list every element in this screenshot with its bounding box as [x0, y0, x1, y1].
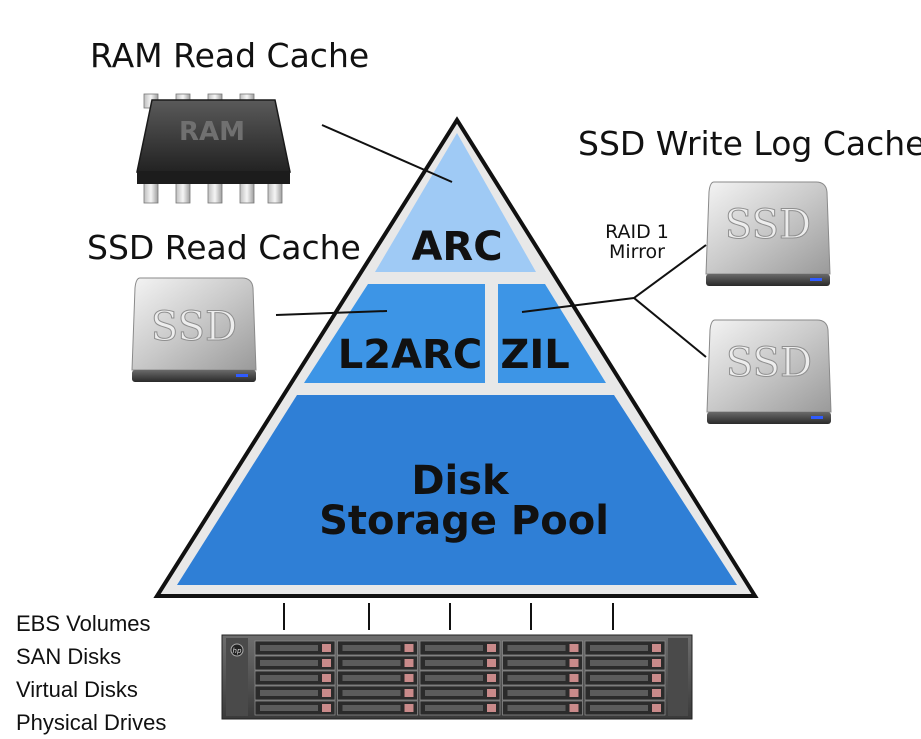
drive-handle — [425, 660, 483, 666]
ram-read-cache-label: RAM Read Cache — [90, 36, 370, 75]
drive-led — [404, 674, 414, 682]
drive-handle — [590, 645, 648, 651]
drive-led — [487, 674, 496, 682]
drive-led — [322, 659, 331, 667]
storage-type-item: Virtual Disks — [16, 677, 138, 702]
pyramid-border — [153, 116, 759, 598]
ssd-write-log-cache-label: SSD Write Log Cache — [578, 124, 921, 163]
storage-server-icon: hp — [221, 634, 693, 720]
drive-led — [652, 659, 661, 667]
ssd-text: SSD — [151, 304, 237, 350]
zil-tier — [498, 284, 606, 383]
drive-led — [569, 659, 579, 667]
drive-led — [404, 644, 414, 652]
raid-label-line2: Mirror — [609, 241, 665, 263]
drive-handle — [342, 645, 401, 651]
storage-type-item: SAN Disks — [16, 644, 122, 669]
raid-mirror-label: RAID 1 Mirror — [598, 222, 676, 262]
drive-handle — [507, 690, 566, 696]
arc-tier — [375, 133, 536, 272]
drive-handle — [260, 645, 318, 651]
ssd-write-log-icon-top: SSD — [705, 181, 831, 287]
ssd-read-cache-icon: SSD — [131, 277, 257, 383]
drive-handle — [590, 690, 648, 696]
drive-led — [487, 689, 496, 697]
raid-label-line1: RAID 1 — [605, 221, 669, 243]
drive-led — [322, 644, 331, 652]
drive-led — [652, 704, 661, 712]
zil-label: ZIL — [500, 332, 569, 378]
drive-led — [487, 644, 496, 652]
storage-types-list: EBS Volumes SAN Disks Virtual Disks Phys… — [16, 607, 166, 739]
ram-connector-line — [321, 124, 453, 183]
server-brand: hp — [233, 647, 242, 655]
drive-led — [652, 674, 661, 682]
drive-handle — [425, 645, 483, 651]
drive-handle — [507, 645, 566, 651]
server-tick-lines — [283, 603, 614, 630]
drive-handle — [260, 690, 318, 696]
drive-handle — [507, 705, 566, 711]
ram-chip-icon: RAM — [136, 93, 291, 204]
drive-handle — [342, 690, 401, 696]
drive-led — [569, 704, 579, 712]
arc-label: ARC — [411, 224, 502, 270]
drive-led — [322, 674, 331, 682]
drive-handle — [425, 675, 483, 681]
drive-handle — [590, 660, 648, 666]
drive-led — [569, 674, 579, 682]
drive-handle — [342, 660, 401, 666]
drive-handle — [425, 690, 483, 696]
drive-led — [487, 704, 496, 712]
drive-handle — [342, 705, 401, 711]
drive-led — [569, 689, 579, 697]
drive-handle — [590, 705, 648, 711]
drive-handle — [425, 705, 483, 711]
drive-handle — [260, 705, 318, 711]
ram-chip-text: RAM — [179, 117, 245, 147]
mirror-line-bottom — [633, 297, 707, 358]
zil-connector-line — [521, 297, 635, 313]
ssd-read-connector-line — [275, 310, 388, 316]
pool-label-line2: Storage Pool — [319, 498, 609, 544]
hp-logo-icon — [230, 643, 244, 657]
ssd-text: SSD — [725, 202, 811, 248]
drive-handle — [342, 675, 401, 681]
drive-led — [569, 644, 579, 652]
ssd-write-log-icon-bottom: SSD — [706, 319, 832, 425]
drive-led — [404, 704, 414, 712]
drive-handle — [507, 660, 566, 666]
pool-tier — [177, 395, 737, 585]
drive-handle — [260, 675, 318, 681]
drive-handle — [590, 675, 648, 681]
storage-type-item: EBS Volumes — [16, 611, 151, 636]
drive-led — [652, 644, 661, 652]
drive-led — [404, 689, 414, 697]
mirror-line-top — [633, 244, 707, 299]
pool-label-line1: Disk — [411, 458, 510, 504]
storage-type-item: Physical Drives — [16, 710, 167, 735]
drive-led — [322, 689, 331, 697]
drive-led — [322, 704, 331, 712]
drive-led — [404, 659, 414, 667]
drive-handle — [260, 660, 318, 666]
drive-led — [487, 659, 496, 667]
l2arc-label: L2ARC — [338, 332, 482, 378]
ssd-read-cache-label: SSD Read Cache — [87, 228, 361, 267]
drive-led — [652, 689, 661, 697]
drive-handle — [507, 675, 566, 681]
l2arc-tier — [304, 284, 485, 383]
ssd-text: SSD — [726, 340, 812, 386]
